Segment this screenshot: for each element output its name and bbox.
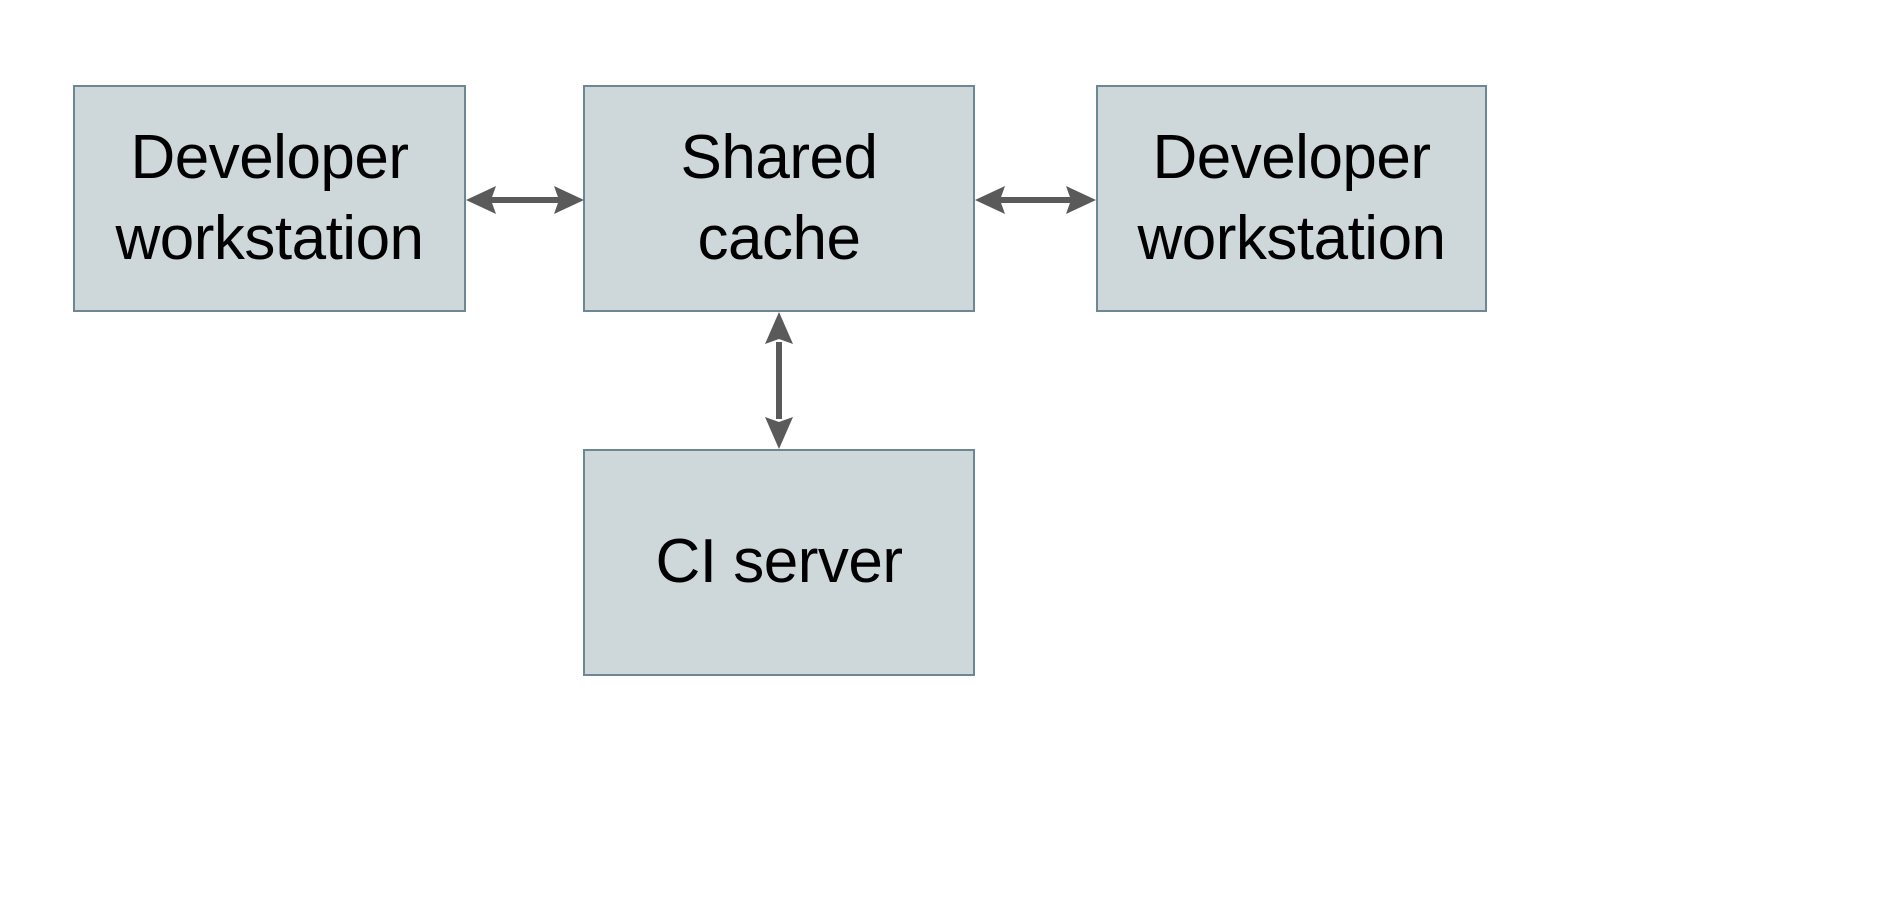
node-label: CI server <box>655 527 903 597</box>
edge-cache-to-right-workstation <box>975 176 1096 224</box>
double-arrow-horizontal-icon <box>975 186 1096 214</box>
node-label: Shared cache <box>680 122 878 273</box>
node-developer-workstation-left[interactable]: Developer workstation <box>73 85 466 312</box>
node-ci-server[interactable]: CI server <box>583 449 975 676</box>
node-label: Developer workstation <box>1137 122 1446 273</box>
edge-left-workstation-to-cache <box>466 176 584 224</box>
node-developer-workstation-right[interactable]: Developer workstation <box>1096 85 1487 312</box>
double-arrow-horizontal-icon <box>466 186 584 214</box>
double-arrow-vertical-icon <box>765 312 793 449</box>
edge-cache-to-ci-server <box>755 312 803 449</box>
node-shared-cache[interactable]: Shared cache <box>583 85 975 312</box>
node-label: Developer workstation <box>115 122 424 273</box>
